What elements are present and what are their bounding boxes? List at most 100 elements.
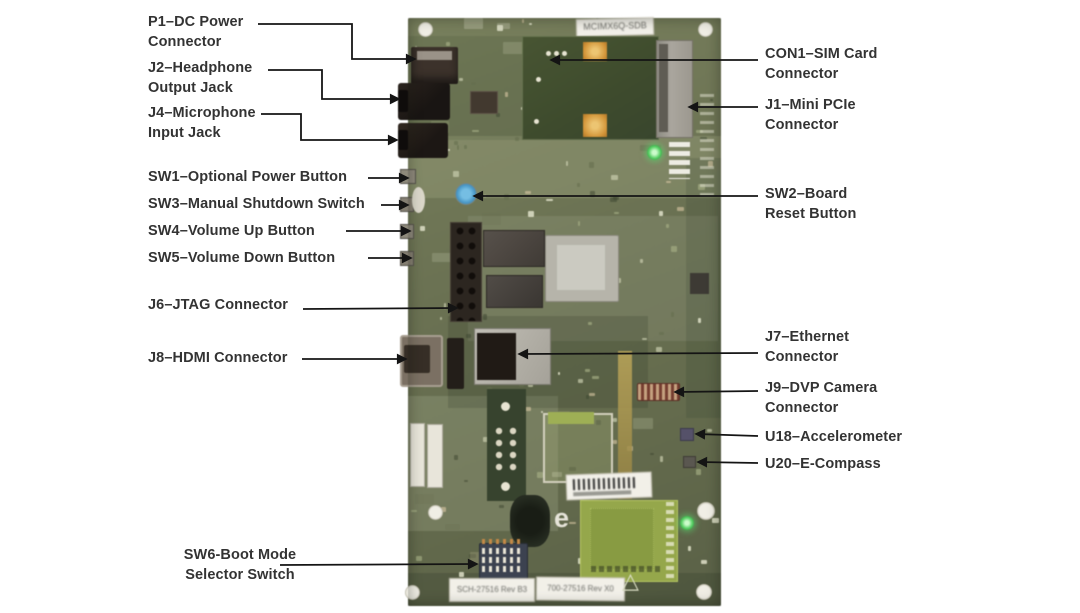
barcode-sticker xyxy=(565,471,653,501)
pcb-pad xyxy=(666,181,671,184)
status-led xyxy=(680,516,694,530)
callout-u20-e-compass: U20–E-Compass xyxy=(765,456,881,472)
callout-j4-microphone: J4–Microphone Input Jack xyxy=(148,105,256,141)
mini-pcie-slot xyxy=(659,44,668,132)
pcb-pad xyxy=(650,453,655,456)
pcb-pad xyxy=(528,211,534,217)
pcb-trace-block xyxy=(464,18,483,29)
module-test-point xyxy=(554,51,559,56)
callout-sw3-shutdown: SW3–Manual Shutdown Switch xyxy=(148,196,365,212)
pcb-pad xyxy=(454,141,458,145)
pcb-trace-block xyxy=(503,42,524,55)
recycle-triangle-mark: △ xyxy=(622,568,639,593)
round-component xyxy=(510,495,550,547)
pcb-pad xyxy=(569,522,576,525)
pn-rev-sticker: 700-27516 Rev X0 xyxy=(535,576,626,602)
hdmi-connector-opening xyxy=(404,345,430,373)
mount-hole xyxy=(428,505,443,520)
reset-button-sw2 xyxy=(455,183,477,205)
e-compass-chip xyxy=(683,456,696,468)
memory-chip xyxy=(483,230,545,267)
pcb-pad xyxy=(416,556,422,561)
pcb-pad xyxy=(688,546,692,551)
module-test-point xyxy=(546,51,551,56)
callout-sw5-volume-down: SW5–Volume Down Button xyxy=(148,250,336,266)
pcb-pad xyxy=(671,312,674,317)
callout-con1-sim-card: CON1–SIM Card Connector xyxy=(765,46,878,82)
barcode xyxy=(572,477,638,491)
pcb-pad xyxy=(659,332,664,335)
pcb-pad xyxy=(578,379,583,383)
pcb-pad xyxy=(441,507,446,513)
barcode-subtext xyxy=(573,490,632,497)
pcb-pad xyxy=(499,505,504,509)
board-model-sticker: MCIMX6Q-SDB xyxy=(575,16,655,38)
ethernet-connector-opening xyxy=(477,333,516,380)
mount-hole xyxy=(696,584,712,600)
mount-hole xyxy=(418,22,433,37)
pcb-pad xyxy=(459,78,464,81)
pcb-pad xyxy=(453,171,460,177)
pcb-pad xyxy=(525,407,532,412)
leader-j2 xyxy=(268,69,401,105)
pcb-trace-block xyxy=(482,213,502,226)
pcb-trace-block xyxy=(633,418,653,429)
jtag-connector xyxy=(450,222,482,322)
memory-chip xyxy=(486,275,543,308)
leader-j4 xyxy=(261,113,399,146)
edge-pad-column xyxy=(700,94,714,198)
pcb-pad xyxy=(618,278,621,284)
callout-j7-ethernet: J7–Ethernet Connector xyxy=(765,329,850,365)
pcb-pad xyxy=(566,161,569,167)
pcb-pad xyxy=(610,197,617,203)
pcb-pad xyxy=(586,395,589,400)
cpu-chip-die xyxy=(557,245,605,290)
pcb-pad xyxy=(589,393,595,397)
leader-p1 xyxy=(258,23,417,65)
pcb-pad xyxy=(444,303,447,309)
gold-pad xyxy=(583,42,607,61)
pcb-pad xyxy=(671,246,677,252)
headphone-jack-barrel xyxy=(398,90,408,112)
test-point xyxy=(501,402,510,411)
pcb-pad xyxy=(464,145,467,150)
module-test-point xyxy=(534,119,539,124)
callout-sw1-power-button: SW1–Optional Power Button xyxy=(148,169,348,185)
mount-hole xyxy=(405,585,420,600)
card-slot xyxy=(427,424,443,488)
pcb-pad xyxy=(613,418,618,423)
dvp-camera-connector xyxy=(637,383,680,401)
power-button-sw1 xyxy=(400,169,416,184)
pcb-pad xyxy=(483,314,487,320)
power-led xyxy=(647,145,662,160)
callout-sw2-board-reset: SW2–Board Reset Button xyxy=(765,186,857,222)
pcb-pad xyxy=(656,347,663,352)
pcb-pad xyxy=(701,560,708,565)
pcb-pad xyxy=(466,334,471,338)
pcb-pad xyxy=(577,183,580,188)
mount-hole xyxy=(697,502,715,520)
pcb-trace-block xyxy=(415,494,434,504)
pcb-pad xyxy=(505,92,509,98)
pcb-pad xyxy=(464,480,468,483)
freescale-logo: e xyxy=(554,503,578,535)
card-slot xyxy=(410,423,425,487)
callout-sw6-boot-mode: SW6-Boot Mode Selector Switch xyxy=(183,547,297,583)
pcb-trace-block xyxy=(445,524,460,531)
pcb-pad xyxy=(677,207,684,211)
pcb-pad xyxy=(585,369,590,372)
pcb-pad xyxy=(440,317,443,321)
mount-hole xyxy=(698,22,713,37)
pcb-pad xyxy=(504,194,509,200)
sch-rev-text: SCH-27516 Rev B3 xyxy=(456,585,528,594)
pcb-pad xyxy=(588,322,593,326)
pcb-pad xyxy=(472,130,479,133)
pcb-pad xyxy=(522,19,525,23)
callout-j9-dvp-camera: J9–DVP Camera Connector xyxy=(765,380,878,416)
pcb-pad xyxy=(611,175,618,180)
pcb-pad xyxy=(541,411,544,414)
callout-p1-dc-power: P1–DC Power Connector xyxy=(148,14,244,50)
pcb-pad xyxy=(659,211,663,216)
pcb-pad xyxy=(712,518,719,523)
